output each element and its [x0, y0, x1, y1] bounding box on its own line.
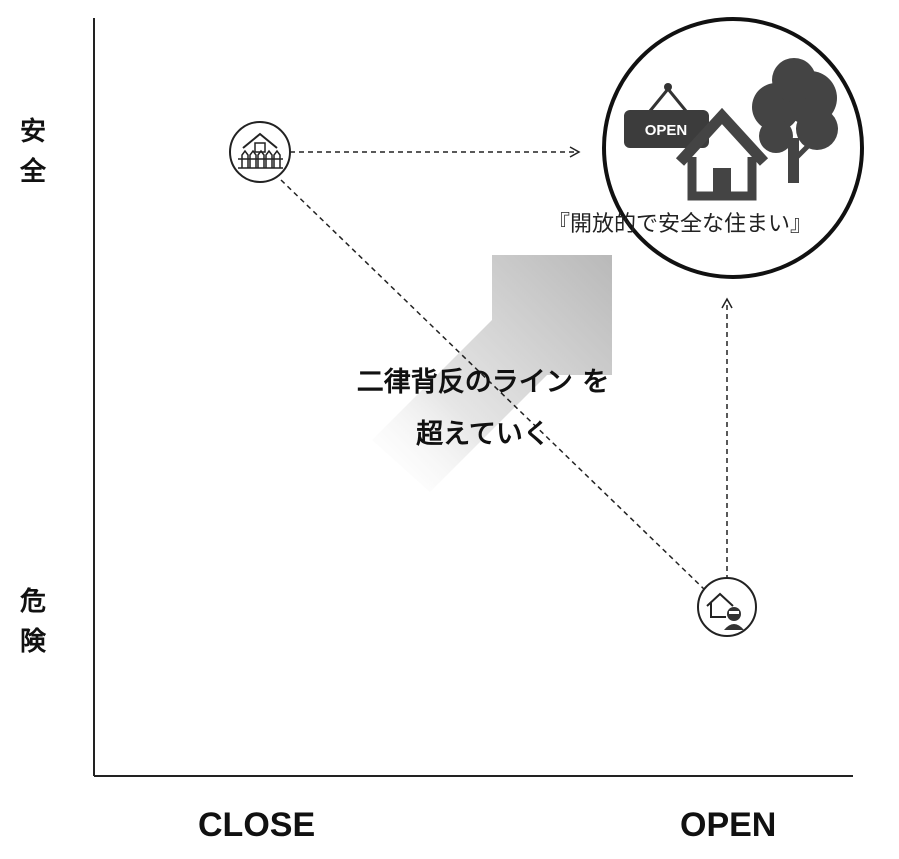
goal-illustration: OPEN [602, 17, 864, 279]
x-axis-label-open: OPEN [680, 806, 777, 844]
house-with-intruder-icon [697, 577, 757, 637]
y-axis-label-safe: 安 全 [18, 112, 48, 192]
open-sign-text: OPEN [645, 122, 688, 139]
progress-arrow [372, 255, 612, 492]
goal-label: 『開放的で安全な住まい』 [548, 212, 813, 237]
house-icon [675, 107, 769, 166]
y-axis-label-danger: 危 険 [18, 582, 48, 662]
fenced-house-icon [229, 121, 291, 183]
y-axis-label-danger-text: 危 険 [19, 587, 46, 657]
center-text-line1: 二律背反のライン を [356, 367, 610, 398]
y-axis-label-safe-text: 安 全 [19, 117, 46, 187]
tree-icon [752, 58, 838, 183]
open-sign [624, 110, 709, 148]
center-text-line2: 超えていく [416, 419, 550, 450]
x-axis-label-close: CLOSE [198, 806, 316, 844]
